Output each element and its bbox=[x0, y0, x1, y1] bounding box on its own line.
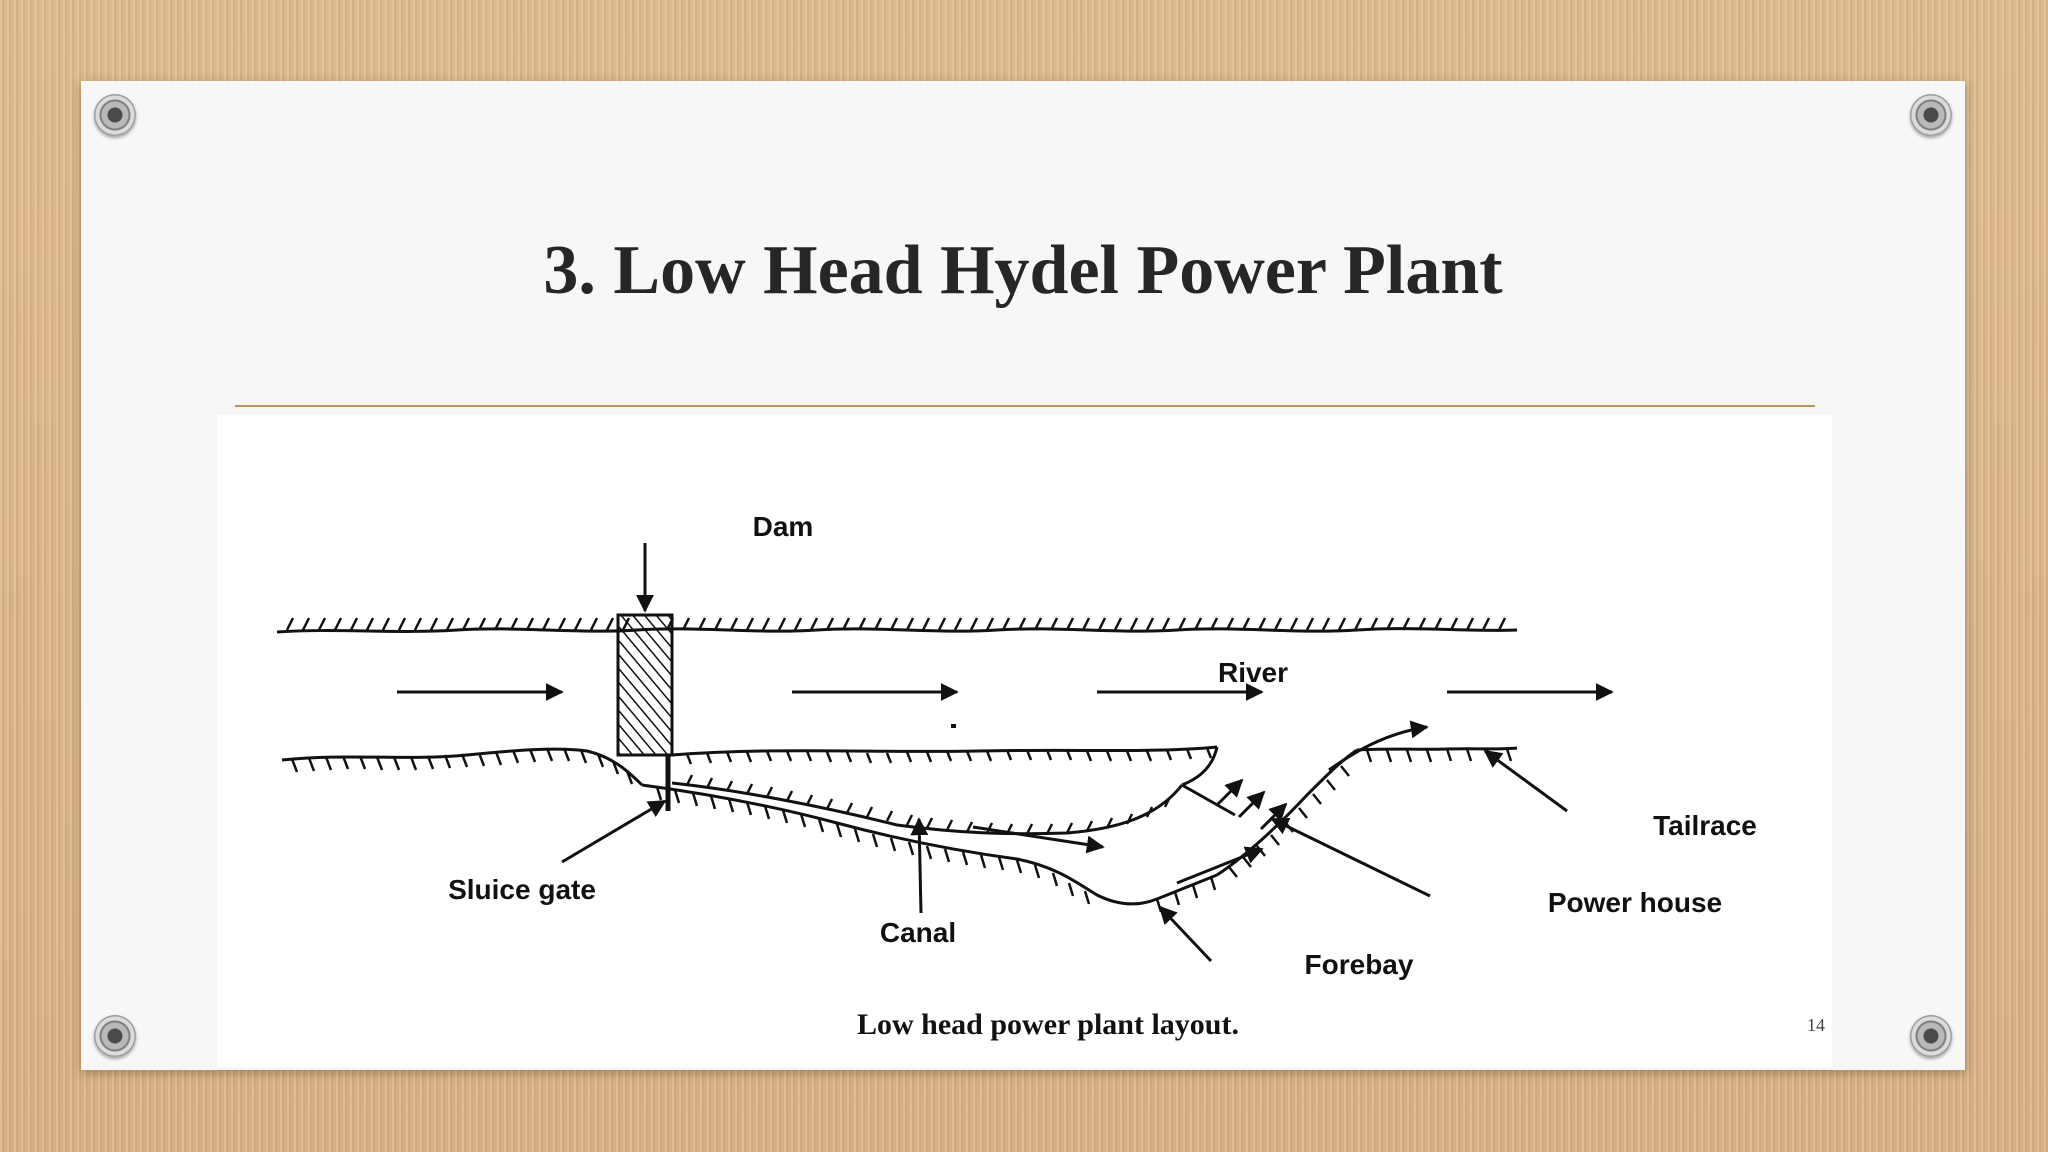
canal-embankment-end bbox=[1181, 746, 1219, 787]
canal-water-line bbox=[671, 781, 1184, 836]
rivet-top-left-icon bbox=[94, 94, 136, 136]
label-forebay: Forebay bbox=[1305, 949, 1414, 980]
rivet-bottom-right-icon bbox=[1910, 1015, 1952, 1057]
canal-bed bbox=[641, 783, 1218, 906]
tailrace-pointer-arrow bbox=[1483, 749, 1568, 813]
tailrace-flow-arrow bbox=[1328, 720, 1429, 772]
power-house-pointer-arrow bbox=[1270, 817, 1431, 898]
canal-bed-hatch bbox=[655, 786, 1217, 913]
label-canal: Canal bbox=[880, 917, 956, 948]
rivet-top-right-icon bbox=[1910, 94, 1952, 136]
rivet-bottom-left-icon bbox=[94, 1015, 136, 1057]
page-number: 14 bbox=[1807, 1015, 1825, 1035]
penstock-arrow-3 bbox=[1259, 802, 1288, 831]
river-upper-bank-hatch bbox=[285, 617, 1507, 631]
sluice-gate-pointer-arrow bbox=[561, 799, 667, 864]
tailrace-bank bbox=[1356, 746, 1518, 752]
title-divider bbox=[235, 405, 1815, 407]
canal-upper-bank-hatch bbox=[685, 747, 1213, 765]
river-lower-bank-left bbox=[281, 747, 644, 787]
canal-pointer-arrow bbox=[910, 817, 929, 914]
power-house-slope-hatch bbox=[1228, 765, 1350, 878]
diagram-svg: Dam River Sluice gate Canal Forebay Powe… bbox=[276, 511, 1757, 1041]
power-house-wall bbox=[1181, 783, 1236, 817]
forebay-flow-arrow bbox=[1176, 846, 1264, 885]
river-lower-bank-left-hatch bbox=[290, 747, 634, 785]
label-tailrace: Tailrace bbox=[1653, 810, 1757, 841]
layout-diagram: Dam River Sluice gate Canal Forebay Powe… bbox=[217, 415, 1832, 1067]
speck-mark bbox=[951, 724, 956, 728]
slide-title: 3. Low Head Hydel Power Plant bbox=[543, 232, 1503, 309]
penstock-arrow-1 bbox=[1215, 778, 1244, 807]
label-power-house: Power house bbox=[1548, 887, 1722, 918]
figure-caption: Low head power plant layout. bbox=[857, 1008, 1239, 1041]
forebay-pointer-arrow bbox=[1158, 905, 1213, 963]
penstock-arrow-2 bbox=[1237, 790, 1266, 819]
canal-water-line-hatch bbox=[685, 774, 1172, 835]
dam bbox=[616, 613, 674, 757]
canal-flow-arrow bbox=[972, 825, 1105, 854]
river-upper-bank bbox=[276, 627, 1518, 634]
label-river: River bbox=[1218, 657, 1288, 688]
slide: 3. Low Head Hydel Power Plant bbox=[81, 81, 1965, 1070]
power-house-slope bbox=[1216, 748, 1358, 877]
label-sluice-gate: Sluice gate bbox=[448, 874, 596, 905]
canal-upper-bank bbox=[671, 745, 1218, 757]
label-dam: Dam bbox=[753, 511, 814, 542]
